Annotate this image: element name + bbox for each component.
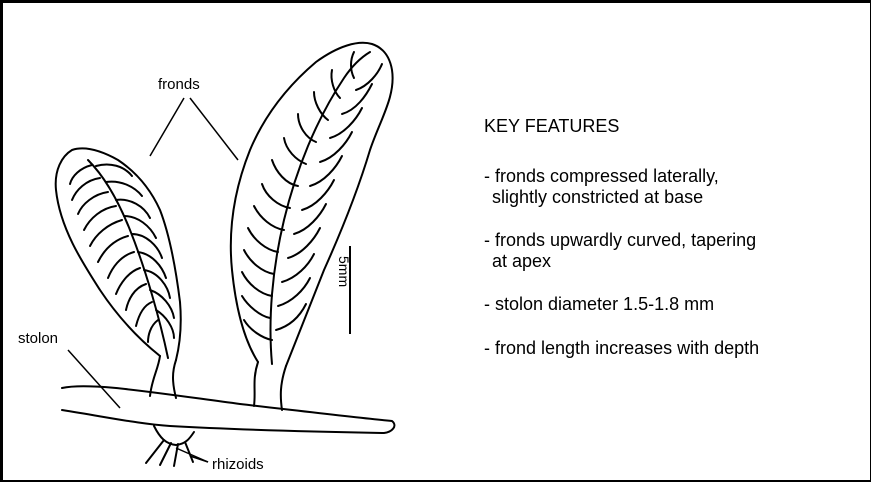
rhizoid-3 bbox=[174, 444, 178, 466]
right-frond-pinnules bbox=[242, 52, 382, 340]
key-item: - stolon diameter 1.5-1.8 mm bbox=[484, 294, 859, 315]
key-item-line: - fronds compressed laterally, bbox=[484, 166, 719, 186]
fronds-label: fronds bbox=[158, 76, 200, 94]
key-title: KEY FEATURES bbox=[484, 116, 619, 137]
rhizoid-1 bbox=[146, 440, 164, 463]
key-item-line: - fronds upwardly curved, tapering bbox=[484, 230, 756, 250]
key-item-line: - frond length increases with depth bbox=[484, 338, 759, 358]
key-item: - fronds compressed laterally, slightly … bbox=[484, 166, 859, 208]
stolon-main bbox=[62, 386, 394, 433]
right-frond-midrib bbox=[271, 52, 371, 364]
rhizoids-label: rhizoids bbox=[212, 456, 264, 474]
key-item-continuation: slightly constricted at base bbox=[484, 187, 859, 208]
rhizoid-node bbox=[154, 426, 194, 445]
key-item: - fronds upwardly curved, tapering at ap… bbox=[484, 230, 859, 272]
key-item: - frond length increases with depth bbox=[484, 338, 859, 359]
key-item-line: - stolon diameter 1.5-1.8 mm bbox=[484, 294, 714, 314]
stolon-label: stolon bbox=[18, 330, 58, 348]
right-frond-stalk bbox=[254, 362, 286, 410]
fronds-leader-left bbox=[150, 98, 184, 156]
stolon-leader bbox=[68, 350, 120, 408]
rhizoid-2 bbox=[160, 443, 171, 465]
scale-label: 5mm bbox=[336, 256, 352, 287]
key-item-continuation: at apex bbox=[484, 251, 859, 272]
fronds-leader-right bbox=[190, 98, 238, 160]
